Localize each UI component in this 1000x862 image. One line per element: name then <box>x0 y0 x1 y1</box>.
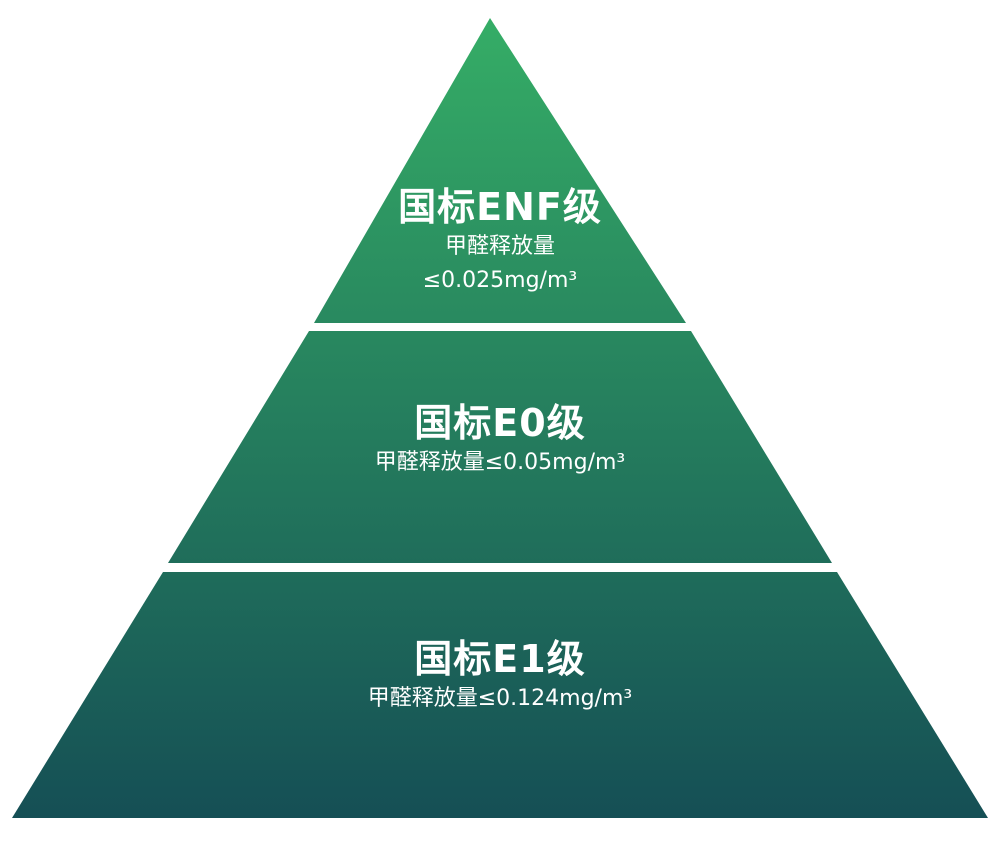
pyramid-tier-bottom <box>12 572 988 818</box>
pyramid-tier-middle <box>168 331 832 563</box>
tier-e1-title: 国标E1级 <box>414 637 586 681</box>
tier-enf-title: 国标ENF级 <box>398 185 602 229</box>
pyramid-tier-top <box>314 18 686 323</box>
tier-e0-label-group: 国标E0级 甲醛释放量≤0.05mg/m³ <box>0 400 1000 480</box>
tier-e1-label-group: 国标E1级 甲醛释放量≤0.124mg/m³ <box>0 636 1000 716</box>
tier-e0-title: 国标E0级 <box>414 401 586 445</box>
tier-enf-desc-line2: ≤0.025mg/m³ <box>422 268 578 293</box>
tier-e0-desc: 甲醛释放量≤0.05mg/m³ <box>374 450 626 475</box>
tier-enf-desc-line1: 甲醛释放量 <box>444 234 555 259</box>
tier-enf-label-group: 国标ENF级 甲醛释放量 ≤0.025mg/m³ <box>0 184 1000 298</box>
tier-e1-desc: 甲醛释放量≤0.124mg/m³ <box>367 686 633 711</box>
